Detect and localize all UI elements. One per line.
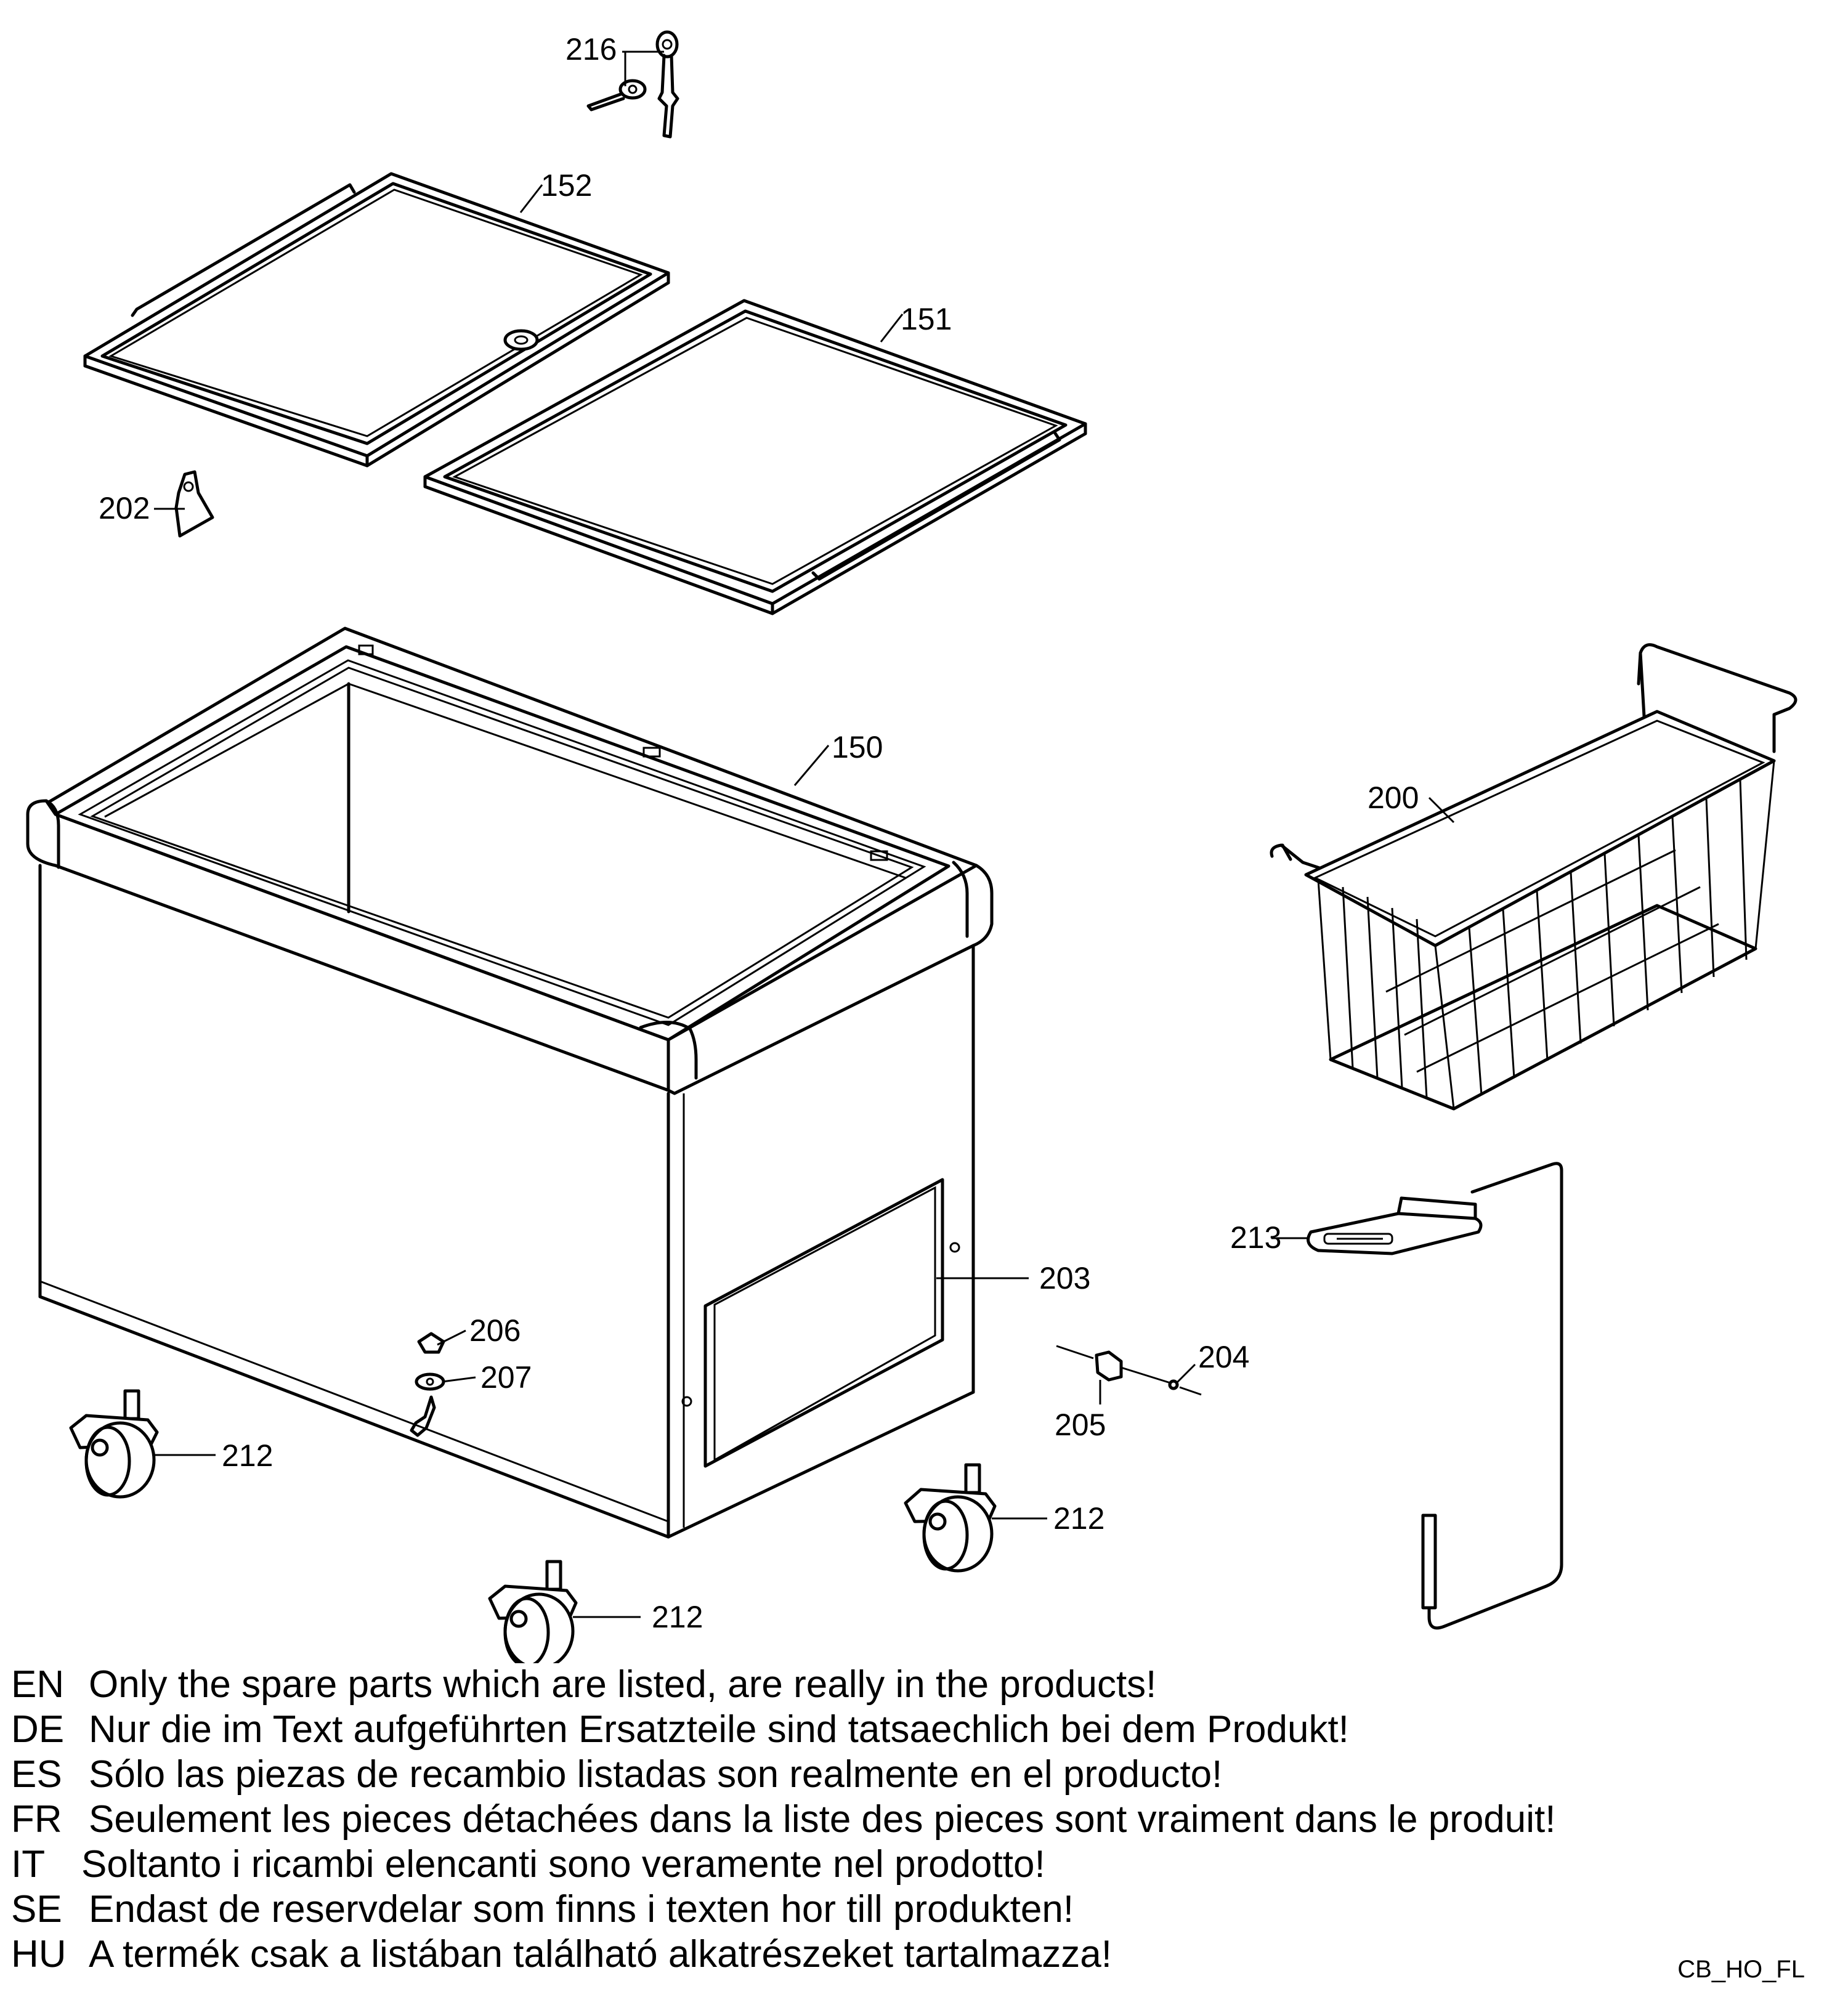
callout-205: 205 (1055, 1408, 1106, 1442)
note-lang-hu: HU (11, 1933, 67, 1976)
callout-150: 150 (832, 730, 883, 764)
callout-206: 206 (469, 1313, 521, 1348)
part-212-castor-2 (904, 1463, 997, 1573)
note-lang-fr: FR (11, 1798, 62, 1841)
part-212-castor-3 (488, 1560, 578, 1663)
callout-212-bottom: 212 (652, 1600, 703, 1634)
part-200-wire-basket (1270, 643, 1797, 1111)
callout-202: 202 (99, 491, 150, 525)
note-de: DE Nur die im Text aufgeführten Ersatzte… (11, 1707, 1834, 1752)
basket-wires (1317, 760, 1775, 1109)
leader-lines (154, 51, 1455, 1618)
exploded-parts-diagram: 216 152 151 202 150 200 213 203 206 207 … (26, 30, 1797, 1663)
part-204-205-sensor (1056, 1345, 1202, 1396)
part-212-castor-1 (69, 1389, 159, 1499)
part-152-lid-left (83, 172, 670, 468)
note-text-it: Soltanto i ricambi elencanti sono verame… (81, 1843, 1045, 1886)
note-lang-se: SE (11, 1888, 62, 1931)
note-es: ES Sólo las piezas de recambio listadas … (11, 1752, 1834, 1797)
callout-212-left: 212 (222, 1438, 273, 1473)
note-text-en: Only the spare parts which are listed, a… (89, 1663, 1157, 1706)
note-fr: FR Seulement les pieces détachées dans l… (11, 1797, 1834, 1842)
note-text-se: Endast de reservdelar som finns i texten… (89, 1888, 1074, 1931)
callout-204: 204 (1198, 1340, 1249, 1374)
note-text-fr: Seulement les pieces détachées dans la l… (89, 1798, 1556, 1841)
note-text-es: Sólo las piezas de recambio listadas son… (89, 1753, 1223, 1796)
callout-151: 151 (901, 302, 952, 336)
part-213-lamp-cover (1307, 1196, 1483, 1255)
callout-207: 207 (480, 1360, 532, 1395)
part-216-lock-and-key (586, 30, 679, 139)
note-se: SE Endast de reservdelar som finns i tex… (11, 1887, 1834, 1932)
callout-216: 216 (565, 32, 617, 67)
part-thermostat-capillary (1421, 1162, 1563, 1630)
note-en: EN Only the spare parts which are listed… (11, 1662, 1834, 1707)
part-202-hinge (174, 470, 214, 538)
part-151-lid-right (423, 299, 1087, 615)
note-text-de: Nur die im Text aufgeführten Ersatzteile… (89, 1708, 1349, 1751)
multilingual-notes: EN Only the spare parts which are listed… (11, 1662, 1834, 1977)
callout-200: 200 (1368, 780, 1419, 815)
part-206-207-fasteners (410, 1332, 445, 1437)
callout-203: 203 (1039, 1261, 1090, 1295)
callout-labels: 216 152 151 202 150 200 213 203 206 207 … (99, 32, 1419, 1634)
note-lang-en: EN (11, 1663, 65, 1706)
part-150-cabinet (26, 626, 994, 1539)
callout-213: 213 (1230, 1220, 1281, 1255)
note-lang-es: ES (11, 1753, 62, 1796)
note-it: IT Soltanto i ricambi elencanti sono ver… (11, 1842, 1834, 1887)
drawing-code: CB_HO_FL (1677, 1956, 1805, 1983)
note-text-hu: A termék csak a listában található alkat… (89, 1933, 1112, 1976)
callout-152: 152 (541, 168, 592, 203)
note-lang-de: DE (11, 1708, 65, 1751)
note-lang-it: IT (11, 1843, 46, 1886)
callout-212-right: 212 (1053, 1501, 1104, 1536)
note-hu: HU A termék csak a listában található al… (11, 1932, 1834, 1977)
